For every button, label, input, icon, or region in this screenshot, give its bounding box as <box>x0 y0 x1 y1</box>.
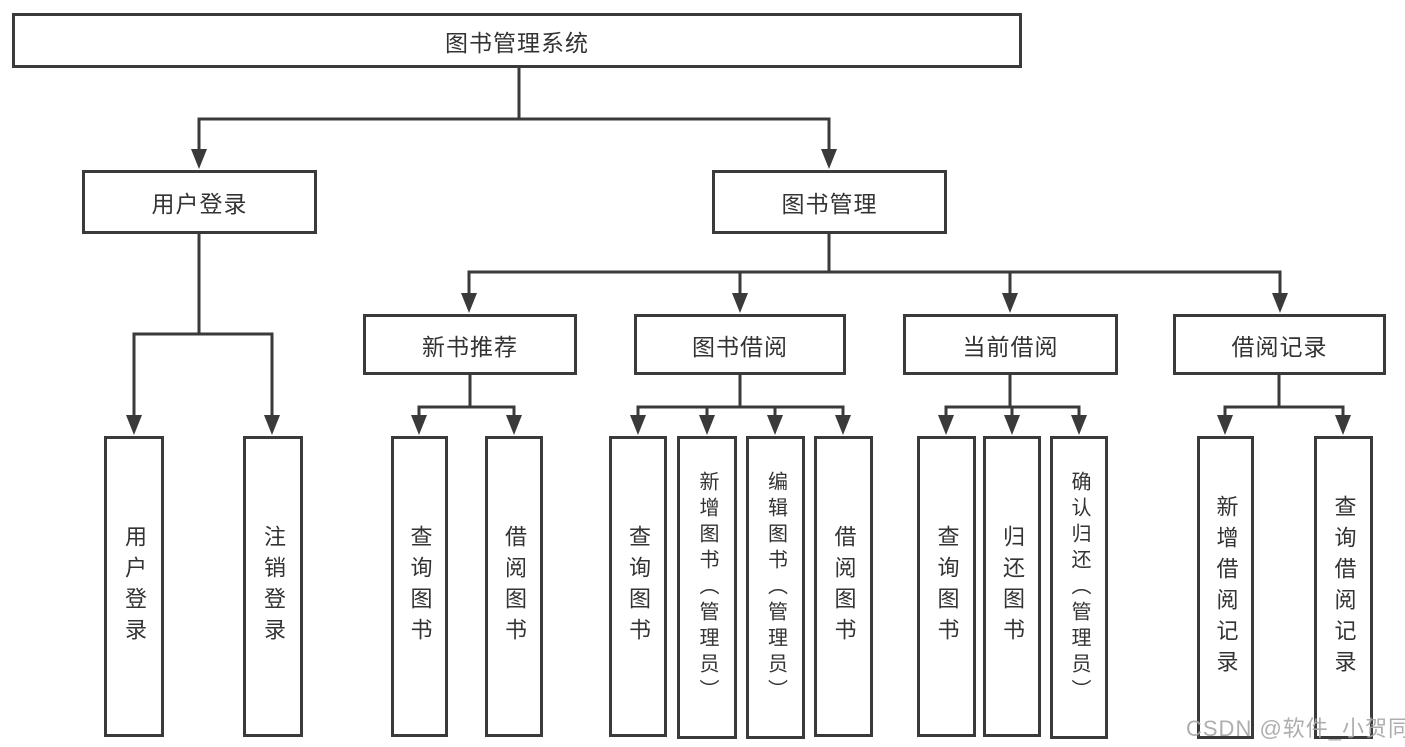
node-borrow-records: 借阅记录 <box>1173 314 1386 375</box>
leaf-query-books-recommend: 查询图书 <box>391 436 448 737</box>
leaf-return-books: 归还图书 <box>983 436 1041 737</box>
node-book-borrow: 图书借阅 <box>634 314 846 375</box>
leaf-edit-books-admin: 编辑图书（管理员） <box>746 436 805 739</box>
node-current-borrow: 当前借阅 <box>903 314 1118 375</box>
leaf-add-borrow-record: 新增借阅记录 <box>1197 436 1254 739</box>
leaf-add-books-admin: 新增图书（管理员） <box>677 436 737 739</box>
leaf-query-books-borrow: 查询图书 <box>609 436 667 737</box>
connector-new-book-recommend-to-leaves <box>411 375 522 435</box>
leaf-query-borrow-record: 查询借阅记录 <box>1314 436 1373 739</box>
connector-borrow-records-to-leaves <box>1217 375 1351 435</box>
leaf-borrow-books-recommend: 借阅图书 <box>485 436 543 737</box>
leaf-user-login: 用户登录 <box>104 436 164 737</box>
connector-book-management-to-level2 <box>461 234 1288 313</box>
connector-root-to-level1 <box>191 66 837 169</box>
node-root-system: 图书管理系统 <box>12 13 1022 68</box>
connector-book-borrow-to-leaves <box>630 375 851 435</box>
connector-current-borrow-to-leaves <box>938 375 1087 435</box>
csdn-watermark: CSDN @软件_小贺同学 <box>1186 716 1405 741</box>
node-new-book-recommend: 新书推荐 <box>363 314 577 375</box>
node-user-login: 用户登录 <box>82 170 317 234</box>
node-book-management: 图书管理 <box>712 170 947 234</box>
leaf-confirm-return-admin: 确认归还（管理员） <box>1050 436 1108 739</box>
connector-user-login-to-leaves <box>126 234 280 435</box>
leaf-logout-login: 注销登录 <box>243 436 303 737</box>
leaf-borrow-books: 借阅图书 <box>814 436 873 737</box>
leaf-query-books-current: 查询图书 <box>917 436 976 737</box>
